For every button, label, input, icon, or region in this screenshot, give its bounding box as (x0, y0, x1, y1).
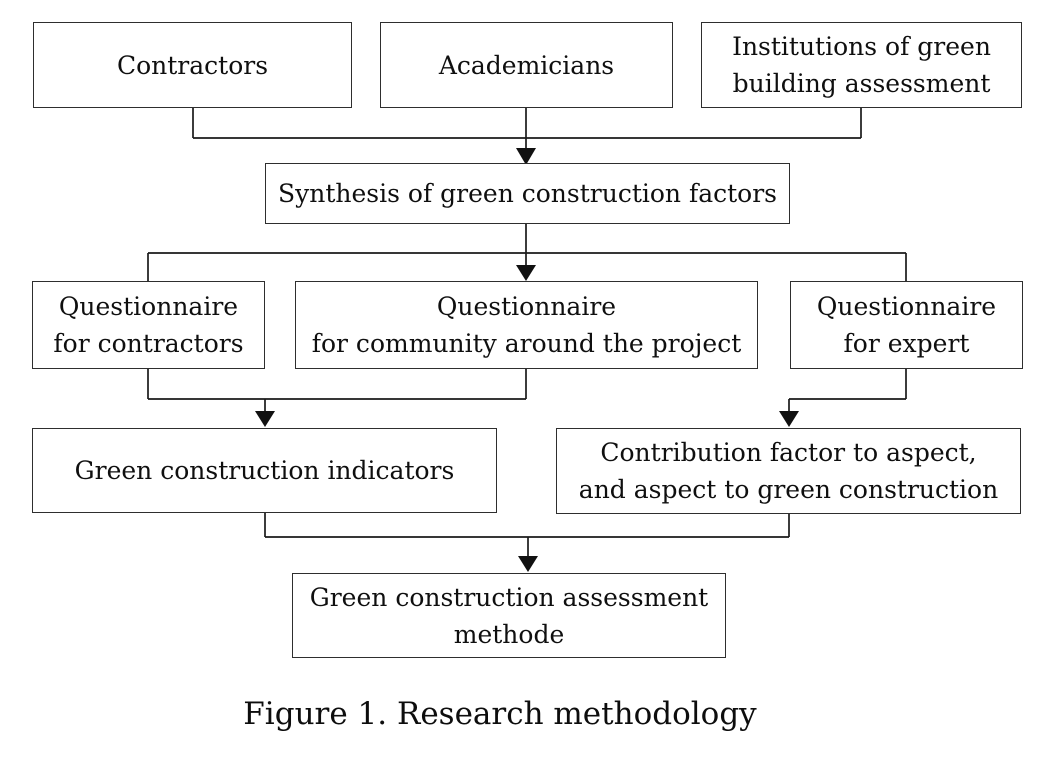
node-green-construction-indicators-label: Green construction indicators (74, 456, 455, 485)
node-contribution-factor-line2: and aspect to green construction (578, 475, 999, 504)
node-synthesis: Synthesis of green construction factors (265, 163, 790, 224)
node-institutions-label-line2: building assessment (732, 69, 991, 98)
node-questionnaire-community-line2: for community around the project (311, 329, 742, 358)
node-assessment-method: Green construction assessment methode (292, 573, 726, 658)
node-questionnaire-community-line1: Questionnaire (436, 292, 617, 321)
arrowhead-into-synthesis (516, 148, 536, 165)
node-academicians: Academicians (380, 22, 673, 108)
node-contractors: Contractors (33, 22, 352, 108)
node-contribution-factor-line1: Contribution factor to aspect, (600, 438, 977, 467)
node-green-construction-indicators: Green construction indicators (32, 428, 497, 513)
node-questionnaire-expert: Questionnaire for expert (790, 281, 1023, 369)
node-questionnaire-community: Questionnaire for community around the p… (295, 281, 758, 369)
arrowhead-into-contribution (779, 411, 799, 427)
node-institutions-label-line1: Institutions of green (732, 32, 991, 61)
node-contribution-factor: Contribution factor to aspect, and aspec… (556, 428, 1021, 514)
node-institutions: Institutions of green building assessmen… (701, 22, 1022, 108)
figure-caption: Figure 1. Research methodology (243, 696, 757, 732)
node-questionnaire-expert-line1: Questionnaire (816, 292, 997, 321)
node-questionnaire-contractors: Questionnaire for contractors (32, 281, 265, 369)
arrowhead-into-method (518, 556, 538, 572)
arrowhead-into-community (516, 265, 536, 281)
node-questionnaire-contractors-line2: for contractors (53, 329, 244, 358)
node-academicians-label: Academicians (438, 50, 615, 80)
node-questionnaire-contractors-line1: Questionnaire (58, 292, 239, 321)
node-questionnaire-expert-line2: for expert (843, 329, 970, 358)
node-synthesis-label: Synthesis of green construction factors (278, 179, 777, 208)
node-assessment-method-line2: methode (453, 619, 565, 649)
arrowhead-into-indicators (255, 411, 275, 427)
node-assessment-method-line1: Green construction assessment (309, 582, 709, 612)
node-contractors-label: Contractors (116, 50, 269, 80)
